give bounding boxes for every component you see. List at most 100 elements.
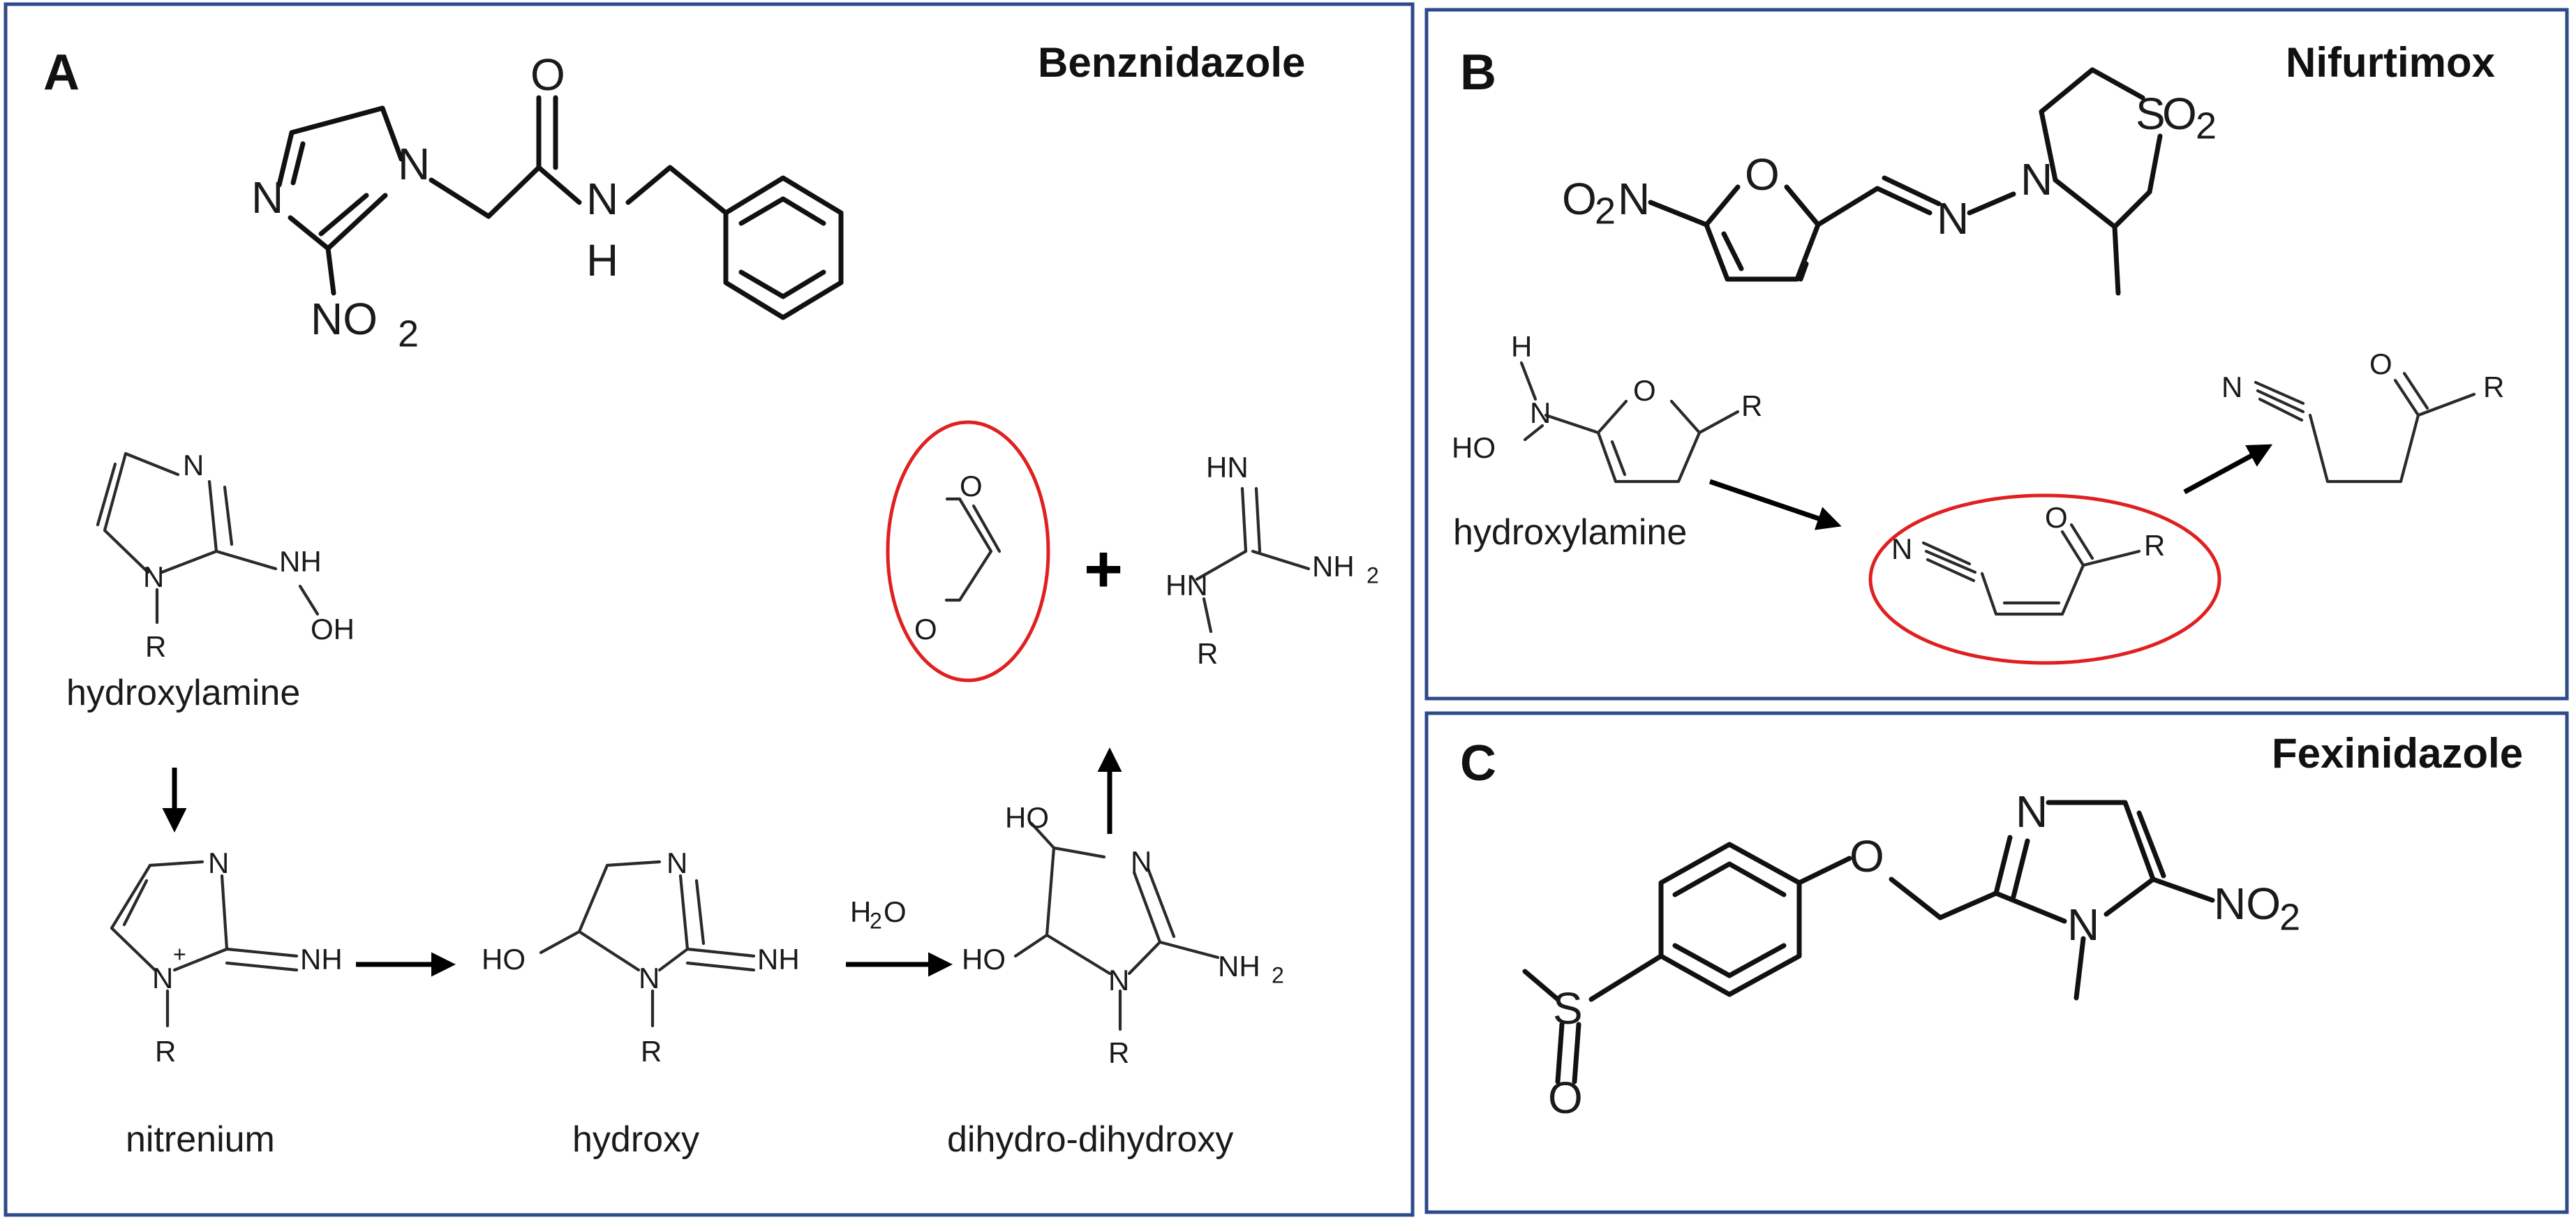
a-hydroxy-structure: N N HO NH R <box>482 846 800 1068</box>
panel-a-letter: A <box>43 45 80 100</box>
benznidazole-structure: N N NO 2 O N H <box>251 50 844 355</box>
benz-amide-h: H <box>586 235 618 285</box>
a-glyoxal-o-bottom: O <box>914 613 937 646</box>
a-water-sub: 2 <box>870 908 882 933</box>
a-water-o: O <box>884 895 907 928</box>
a-nitrenium-n1: N <box>152 962 173 994</box>
b-hydroxylamine-h: H <box>1511 330 1532 363</box>
fex-no2-sub: 2 <box>2279 896 2300 938</box>
nif-o2n-n: N <box>1618 174 1650 224</box>
fex-n3: N <box>2016 786 2048 837</box>
b-hydroxylamine-ho: HO <box>1452 431 1496 464</box>
a-guanidine-structure: HN HN NH 2 R <box>1166 451 1379 670</box>
a-dihydro-n3: N <box>1131 845 1152 878</box>
a-hydroxylamine-n1: N <box>143 560 164 593</box>
nif-so2-o: O <box>2162 89 2197 139</box>
b-arrow-1 <box>1708 479 1842 530</box>
b-hydroxylamine-r: R <box>1741 389 1762 422</box>
a-glyoxal-o-top: O <box>960 470 983 502</box>
a-water-h: H <box>850 895 871 928</box>
nif-o2n-o: O <box>1562 174 1597 224</box>
benz-carbonyl-o: O <box>530 50 565 100</box>
a-hydroxylamine-oh: OH <box>311 613 355 646</box>
fex-ether-o: O <box>1849 831 1884 881</box>
b-hydroxylamine-caption: hydroxylamine <box>1453 512 1687 553</box>
fex-no2: NO <box>2214 879 2281 929</box>
a-nitrenium-n3: N <box>208 846 229 879</box>
b-product-o: O <box>2369 348 2392 380</box>
a-dihydro-nh2: NH <box>1218 950 1260 983</box>
a-hydroxy-n3: N <box>667 846 687 879</box>
a-guanidine-nh2: NH <box>1312 550 1355 583</box>
fex-sulfoxide-o: O <box>1548 1073 1583 1123</box>
nif-o2n-sub: 2 <box>1595 190 1616 232</box>
a-hydroxylamine-r: R <box>145 630 166 663</box>
b-product-r: R <box>2483 371 2504 403</box>
a-hydroxylamine-caption: hydroxylamine <box>66 673 300 713</box>
a-guanidine-r: R <box>1197 637 1218 670</box>
fex-n1: N <box>2067 900 2099 950</box>
a-hydroxy-n1: N <box>639 962 660 994</box>
a-guanidine-nh2-sub: 2 <box>1367 562 1379 588</box>
b-nitrile-o: O <box>2045 501 2068 534</box>
nifurtimox-structure: O 2 N O N N S O 2 <box>1562 67 2217 296</box>
a-hydroxylamine-nh: NH <box>279 545 322 578</box>
nif-furan-o: O <box>1745 149 1780 200</box>
a-dihydro-ho-bottom: HO <box>962 943 1006 976</box>
a-nitrenium-charge: + <box>173 941 186 967</box>
b-unsaturated-nitrile-structure: N O R <box>1891 501 2165 616</box>
nif-imine-n: N <box>1937 193 1969 244</box>
b-product-n: N <box>2221 371 2242 403</box>
b-nitrile-r: R <box>2144 529 2165 562</box>
a-guanidine-hn-left: HN <box>1166 569 1208 602</box>
panel-b-drug-name: Nifurtimox <box>2286 39 2495 86</box>
b-arrow-2 <box>2183 444 2273 495</box>
panel-a: A Benznidazole N N NO 2 O N H <box>43 39 1379 1160</box>
fexinidazole-structure: S O O N N NO 2 <box>1522 786 2300 1123</box>
a-glyoxal-structure: O O <box>914 470 1002 646</box>
b-saturated-product-structure: N O R <box>2221 348 2504 484</box>
benz-amide-n: N <box>586 174 618 224</box>
a-dihydro-ho-top: HO <box>1005 801 1049 834</box>
a-hydroxy-caption: hydroxy <box>572 1119 699 1160</box>
a-guanidine-hn-top: HN <box>1206 451 1249 484</box>
b-nitrile-n: N <box>1891 532 1912 565</box>
panel-a-drug-name: Benznidazole <box>1038 39 1305 86</box>
panel-a-frame <box>3 2 1415 1217</box>
b-hydroxylamine-structure: H N HO O R <box>1452 330 1762 484</box>
a-nitrenium-caption: nitrenium <box>126 1119 275 1160</box>
a-hydroxylamine-n3: N <box>183 449 204 482</box>
benz-no2-sub: 2 <box>398 313 419 355</box>
a-nitrenium-nh: NH <box>300 943 343 976</box>
b-hydroxylamine-n: N <box>1530 396 1551 429</box>
b-hydroxylamine-o: O <box>1633 374 1656 407</box>
a-dihydro-structure: N N HO HO NH 2 R <box>962 801 1284 1069</box>
panel-b: B Nifurtimox O 2 N O N N S O 2 <box>1452 39 2504 665</box>
a-hydroxylamine-structure: N N NH OH R <box>96 449 355 663</box>
a-plus-sign: + <box>1084 532 1123 606</box>
nif-ring-n: N <box>2020 154 2053 204</box>
a-hydroxy-ho: HO <box>482 943 526 976</box>
a-dihydro-nh2-sub: 2 <box>1272 962 1284 987</box>
benz-n1-label: N <box>398 139 430 189</box>
panel-c-drug-name: Fexinidazole <box>2272 730 2523 777</box>
panel-b-letter: B <box>1460 45 1496 100</box>
panel-c: C Fexinidazole S O O N N NO 2 <box>1460 730 2523 1123</box>
nif-so2-sub: 2 <box>2196 105 2217 147</box>
panel-b-frame <box>1424 8 2569 701</box>
a-hydroxy-r: R <box>641 1035 662 1068</box>
fex-s: S <box>1553 983 1583 1034</box>
a-hydroxy-nh: NH <box>757 943 800 976</box>
a-nitrenium-structure: N N + NH R <box>110 846 343 1068</box>
a-dihydro-caption: dihydro-dihydroxy <box>947 1119 1233 1160</box>
benz-n3-label: N <box>251 172 283 223</box>
a-dihydro-r: R <box>1108 1036 1129 1069</box>
nif-s: S <box>2136 89 2166 139</box>
panel-c-letter: C <box>1460 736 1496 791</box>
benz-no2-label: NO <box>311 294 378 344</box>
a-glyoxal-highlight <box>886 420 1050 682</box>
a-dihydro-n1: N <box>1108 964 1129 997</box>
panel-c-frame <box>1424 711 2569 1214</box>
